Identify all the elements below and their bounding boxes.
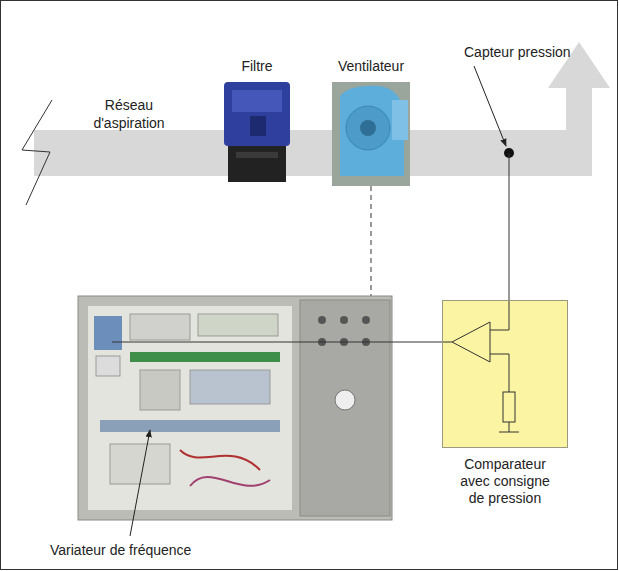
part-caption: Comparateur avec consigne de pression	[455, 456, 555, 507]
photo-area	[224, 82, 290, 186]
cabinet-photo	[78, 296, 392, 520]
fan-photo-box: Ventilateur	[332, 58, 410, 186]
filter-photo	[224, 82, 290, 182]
fan-photo	[332, 82, 410, 186]
comparator-symbol	[443, 301, 567, 447]
part-heading: Ventilateur	[338, 58, 404, 75]
leader-line	[474, 66, 506, 146]
part-heading: Filtre	[241, 58, 272, 75]
duct-label: Réseau d'aspiration	[83, 96, 175, 132]
comparator-panel	[442, 300, 568, 448]
filter-photo-box: Filtre	[224, 58, 290, 186]
comparator-box: Comparateur avec consigne de pression	[442, 300, 568, 507]
sensor-label: Capteur pression	[464, 42, 571, 62]
photo-area	[332, 82, 410, 186]
drive-label: Variateur de fréquence	[50, 540, 191, 560]
signal-wire	[509, 153, 510, 300]
leader-line	[130, 430, 150, 536]
break-line	[22, 100, 52, 205]
control-wire	[112, 342, 442, 343]
duct-band	[34, 42, 610, 176]
